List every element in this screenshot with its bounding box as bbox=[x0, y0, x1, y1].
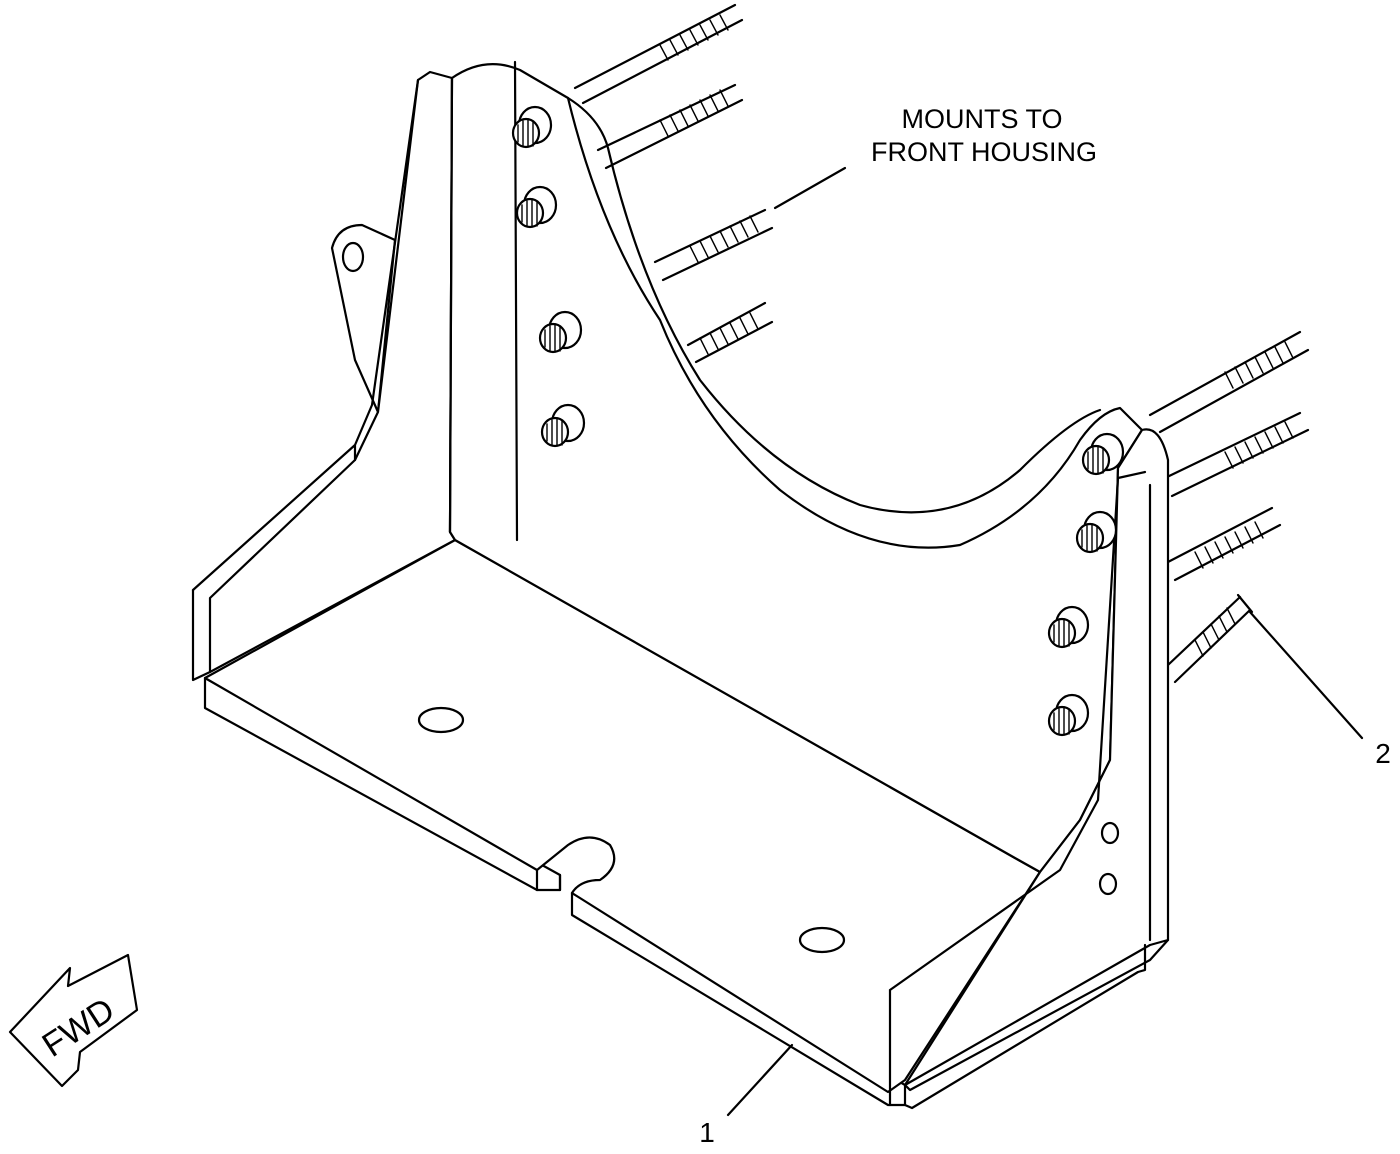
bolt-head-6 bbox=[1075, 510, 1118, 554]
bolt-head-7 bbox=[1047, 605, 1090, 649]
leader-item-2 bbox=[1248, 610, 1364, 740]
stud-rear-7 bbox=[1166, 506, 1282, 582]
stud-rear-6 bbox=[1163, 411, 1310, 498]
stud-rear-5 bbox=[1148, 330, 1310, 434]
stud-rear-8 bbox=[1166, 593, 1254, 684]
bolt-head-4 bbox=[540, 403, 586, 448]
stud-rear-2 bbox=[596, 83, 744, 170]
stud-rear-3 bbox=[653, 208, 774, 282]
bracket-body bbox=[191, 60, 1170, 1110]
mount-note-line-2: FRONT HOUSING bbox=[871, 137, 1097, 167]
item-callout-1: 1 bbox=[699, 1117, 715, 1148]
bolt-head-5 bbox=[1081, 432, 1125, 476]
left-lug bbox=[330, 223, 397, 414]
leader-mounts-note bbox=[773, 166, 847, 210]
bolt-heads bbox=[511, 105, 1125, 737]
fwd-arrow-icon: FWD bbox=[8, 953, 139, 1088]
bolt-head-3 bbox=[538, 310, 583, 354]
leader-lines bbox=[726, 166, 1364, 1117]
bolt-head-8 bbox=[1047, 693, 1090, 737]
bolt-head-2 bbox=[515, 185, 558, 229]
stud-rear-1 bbox=[573, 3, 744, 105]
rear-studs bbox=[573, 3, 1310, 684]
item-callout-2: 2 bbox=[1375, 738, 1391, 769]
bolt-head-1 bbox=[511, 105, 553, 149]
mount-note-line-1: MOUNTS TO bbox=[901, 104, 1062, 134]
leader-item-1 bbox=[726, 1043, 794, 1117]
stud-rear-4 bbox=[686, 301, 774, 364]
